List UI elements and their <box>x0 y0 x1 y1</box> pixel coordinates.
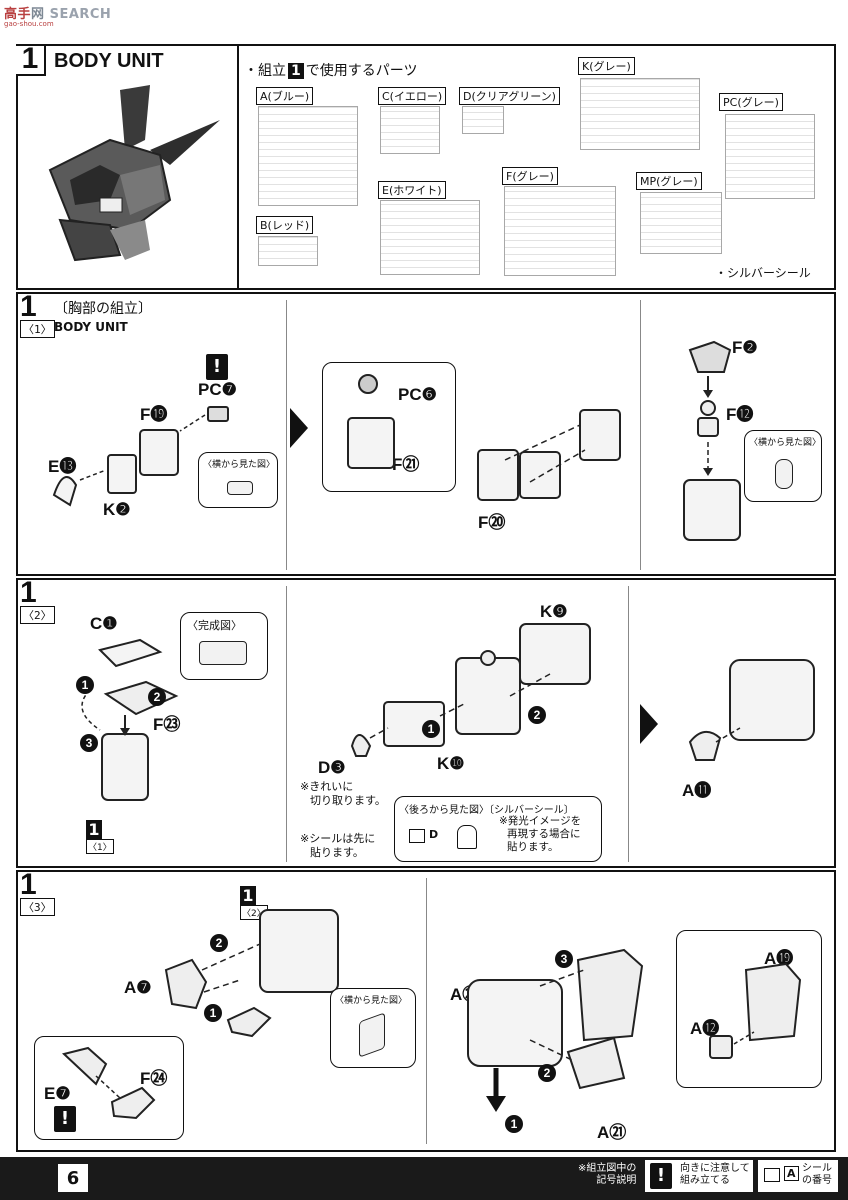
step1-subtitle: BODY UNIT <box>54 320 128 334</box>
step2-part-drawings-b <box>350 623 591 757</box>
step1-divider-1 <box>286 300 287 570</box>
seal-first-note: ※シールは先に 貼ります。 <box>300 832 376 859</box>
step2-part-drawings-c <box>688 659 815 761</box>
runner-b-image <box>258 236 318 266</box>
step1-number: 1 〈1〉 <box>20 292 55 338</box>
next-arrow-1 <box>290 408 308 448</box>
label-f12: F⓬ <box>726 405 754 424</box>
step2-number: 1 〈2〉 <box>20 578 55 624</box>
runner-pc-image <box>725 114 815 199</box>
badge-r2: 2 <box>538 1064 556 1082</box>
body-unit-render-image <box>48 85 220 262</box>
badge-1: 1 <box>76 676 94 694</box>
runner-tag-e: E(ホワイト) <box>378 181 446 199</box>
side-view-bubble-3: 〈横から見た図〉 <box>330 988 416 1068</box>
label-f24: F㉔ <box>140 1069 168 1088</box>
legend-seal-icon <box>764 1168 780 1182</box>
legend-seal-letter: A <box>784 1166 799 1181</box>
complete-view-bubble: 〈完成図〉 <box>180 612 268 680</box>
label-f23: F㉓ <box>153 715 181 734</box>
label-k2: K❷ <box>103 500 131 519</box>
step3-part-drawings-d <box>709 962 802 1059</box>
page-number: 6 <box>58 1164 88 1192</box>
step3-part-drawings-a <box>164 909 339 1038</box>
step1-divider-2 <box>640 300 641 570</box>
label-a21: A㉑ <box>597 1123 627 1142</box>
step-number-box: 1 <box>16 44 46 76</box>
seal-d-icon <box>409 829 425 843</box>
label-pc6: PC❻ <box>398 385 437 404</box>
runner-tag-f: F(グレー) <box>502 167 558 185</box>
legend-warn-text: 向きに注意して 組み立てる <box>680 1163 750 1186</box>
silver-seal-note: ・シルバーシール <box>715 266 811 280</box>
step1-title: 〔胸部の組立〕 <box>54 301 152 317</box>
runner-tag-k: K(グレー) <box>578 57 635 75</box>
step2-part-drawings-a <box>81 638 179 801</box>
side-view-bubble-2: 〈横から見た図〉 <box>744 430 822 502</box>
label-f21: F㉑ <box>392 455 420 474</box>
step2-divider-2 <box>628 586 629 862</box>
runner-k-image <box>580 78 700 150</box>
badge-2: 2 <box>148 688 166 706</box>
runner-d-image <box>462 106 504 134</box>
cut-note: ※きれいに 切り取ります。 <box>300 780 386 807</box>
step1-part-drawings-a <box>52 406 229 507</box>
side-view-bubble-1: 〈横から見た図〉 <box>198 452 278 508</box>
label-e7: E❼ <box>44 1084 71 1103</box>
legend-title: ※組立図中の 記号説明 <box>578 1163 637 1186</box>
back-view-bubble: 〈後ろから見た図〉〔シルバーシール〕 D ※発光イメージを 再現する場合に 貼り… <box>394 796 602 862</box>
runner-tag-pc: PC(グレー) <box>719 93 783 111</box>
step1-part-drawings-c <box>683 340 741 541</box>
top-panel-divider <box>237 46 239 289</box>
badge-3: 3 <box>80 734 98 752</box>
runner-mp-image <box>640 192 722 254</box>
badge-m2: 2 <box>528 706 546 724</box>
next-arrow-2 <box>640 704 658 744</box>
runner-tag-b: B(レッド) <box>256 216 314 234</box>
runner-tag-c: C(イエロー) <box>378 87 447 105</box>
badge-3-1: 1 <box>204 1004 222 1022</box>
runner-a-image <box>258 106 358 206</box>
runner-tag-mp: MP(グレー) <box>636 172 702 190</box>
label-f19: F⓳ <box>140 405 168 424</box>
label-f2: F❷ <box>732 338 758 357</box>
header-watermark: 高手网 SEARCH gao-shou.com <box>0 0 848 28</box>
step3-part-drawings-b <box>61 1046 156 1120</box>
label-d3: D❸ <box>318 758 346 777</box>
ref-step-1-1: 1 〈1〉 <box>86 820 114 854</box>
runner-c-image <box>380 106 440 154</box>
badge-r3: 3 <box>555 950 573 968</box>
step1-part-drawings-b <box>347 374 621 501</box>
step2-divider-1 <box>286 586 287 862</box>
legend-warning-icon: ! <box>650 1163 672 1189</box>
label-a11: A⓫ <box>682 781 712 800</box>
badge-m1: 1 <box>422 720 440 738</box>
label-f20: F⑳ <box>478 513 506 532</box>
label-a12: A⓬ <box>690 1019 720 1038</box>
watermark-logo: 高手网 SEARCH <box>4 7 112 22</box>
watermark-url: gao-shou.com <box>4 20 54 28</box>
runner-f-image <box>504 186 616 276</box>
label-a7: A❼ <box>124 978 152 997</box>
step-title: BODY UNIT <box>54 50 164 72</box>
label-c1: C❶ <box>90 614 118 633</box>
warning-icon: ! <box>206 354 228 380</box>
label-k9: K❾ <box>540 602 568 621</box>
badge-r1: 1 <box>505 1115 523 1133</box>
warning-icon-2: ! <box>54 1106 76 1132</box>
step3-number: 1 〈3〉 <box>20 870 55 916</box>
label-k10: K❿ <box>437 754 465 773</box>
runner-tag-d: D(クリアグリーン) <box>459 87 560 105</box>
runner-e-image <box>380 200 480 275</box>
legend-seal-text: シール の番号 <box>802 1163 832 1186</box>
badge-3-2: 2 <box>210 934 228 952</box>
runner-tag-a: A(ブルー) <box>256 87 314 105</box>
step3-part-drawings-c <box>467 948 644 1112</box>
label-e13: E⓭ <box>48 457 77 476</box>
label-pc7: PC❼ <box>198 380 237 399</box>
step3-divider <box>426 878 427 1144</box>
